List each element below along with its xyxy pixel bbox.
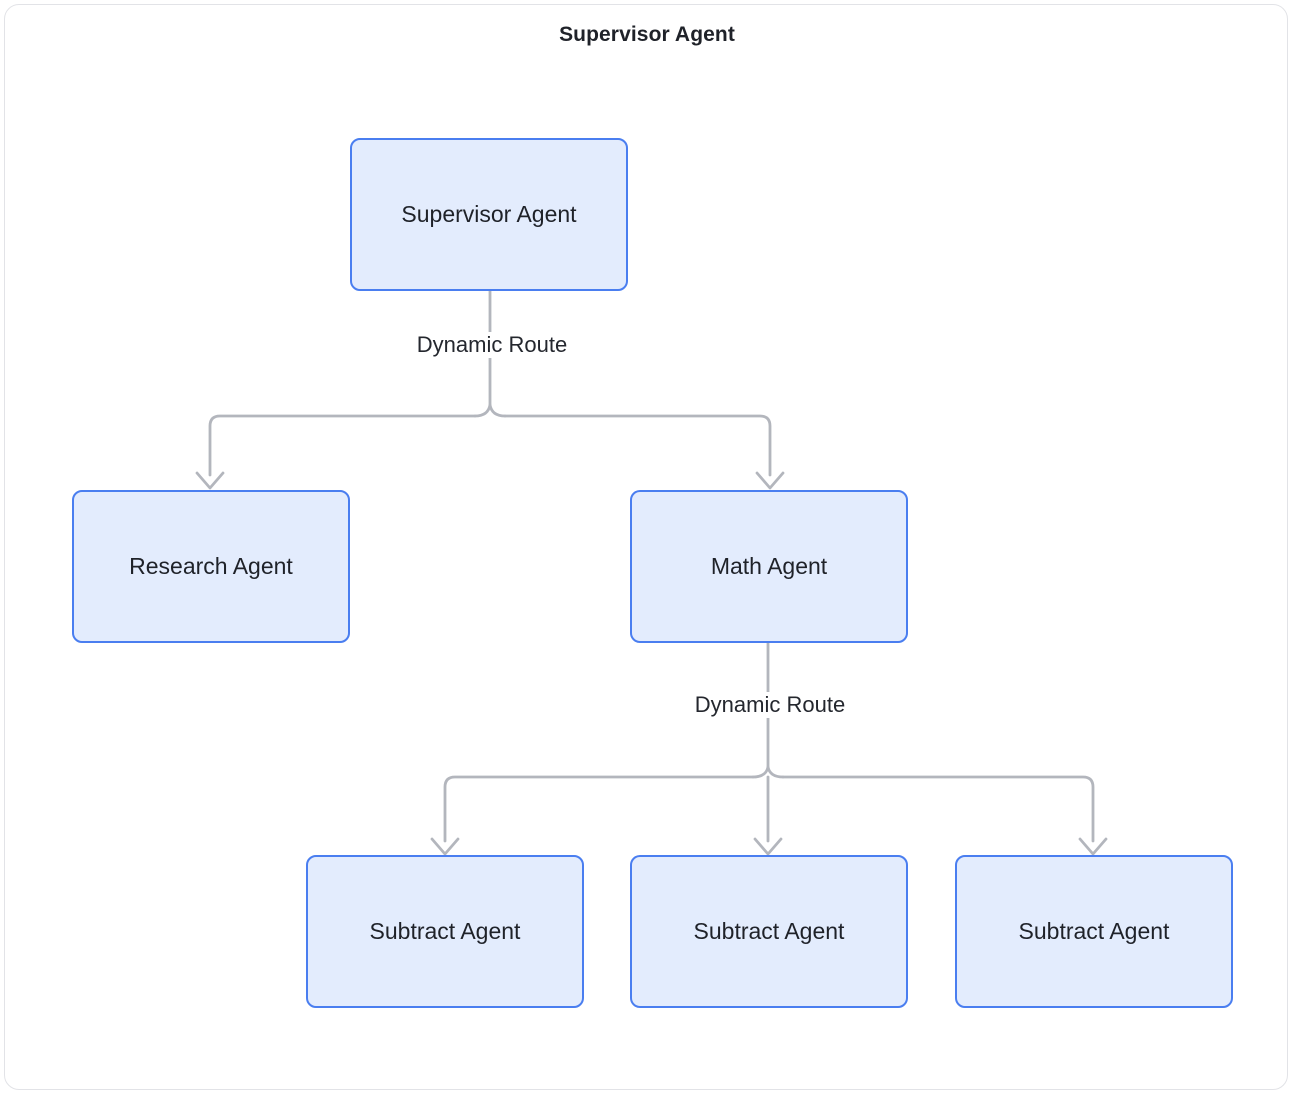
page-title: Supervisor Agent bbox=[559, 23, 735, 46]
arrowhead-research bbox=[195, 471, 225, 490]
edge-supervisor-junction bbox=[473, 403, 507, 418]
node-label: Subtract Agent bbox=[1018, 917, 1170, 944]
edge-label-dynamic-route-bottom: Dynamic Route bbox=[655, 692, 885, 718]
node-label: Subtract Agent bbox=[693, 917, 845, 944]
edge-supervisor-to-math bbox=[503, 414, 772, 477]
node-subtract-agent-3[interactable]: Subtract Agent bbox=[955, 855, 1233, 1008]
node-label: Research Agent bbox=[129, 552, 293, 579]
arrowhead-math bbox=[755, 471, 785, 490]
edge-supervisor-to-research bbox=[208, 414, 477, 477]
node-label: Subtract Agent bbox=[369, 917, 521, 944]
edge-math-to-subtract-1 bbox=[443, 775, 755, 843]
node-math-agent[interactable]: Math Agent bbox=[630, 490, 908, 643]
node-subtract-agent-1[interactable]: Subtract Agent bbox=[306, 855, 584, 1008]
edge-label-dynamic-route-top: Dynamic Route bbox=[377, 332, 607, 358]
node-research-agent[interactable]: Research Agent bbox=[72, 490, 350, 643]
node-label: Math Agent bbox=[710, 552, 828, 579]
node-supervisor-agent[interactable]: Supervisor Agent bbox=[350, 138, 628, 291]
edge-math-junction bbox=[751, 765, 785, 779]
edge-math-to-subtract-3 bbox=[781, 775, 1095, 843]
arrowhead-subtract-1 bbox=[430, 837, 460, 856]
arrowhead-subtract-2 bbox=[753, 837, 783, 856]
arrowhead-subtract-3 bbox=[1078, 837, 1108, 856]
node-subtract-agent-2[interactable]: Subtract Agent bbox=[630, 855, 908, 1008]
node-label: Supervisor Agent bbox=[401, 200, 577, 227]
diagram-container: Supervisor Agent bbox=[4, 4, 1288, 1090]
